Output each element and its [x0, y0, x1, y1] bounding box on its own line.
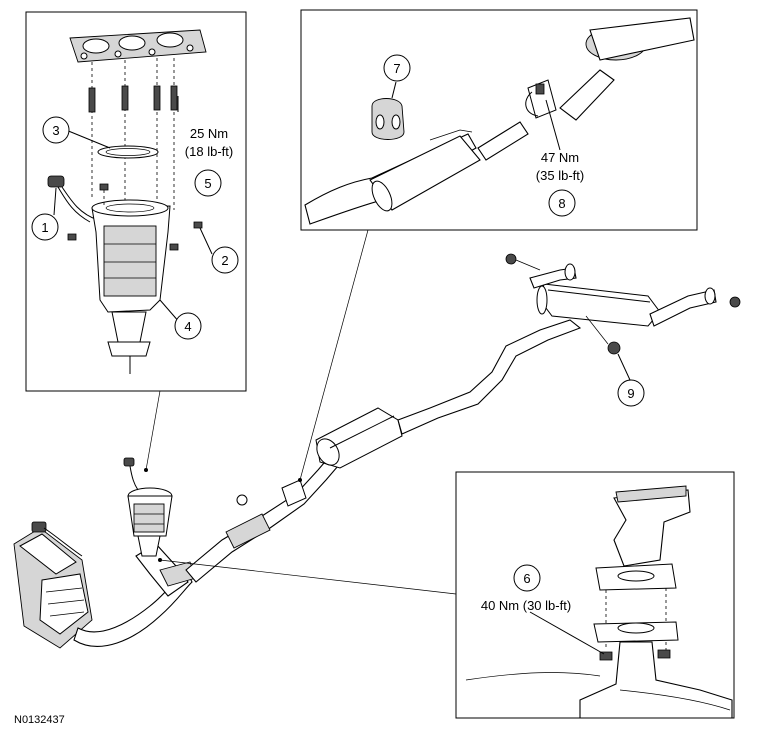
svg-text:7: 7	[393, 61, 400, 76]
manifold-flange	[69, 29, 207, 63]
svg-text:5: 5	[204, 176, 211, 191]
torque-clamp-lbft: (35 lb-ft)	[536, 168, 584, 183]
callout-2: 2	[211, 246, 239, 274]
svg-text:8: 8	[558, 196, 565, 211]
callout-4: 4	[174, 312, 202, 340]
svg-text:2: 2	[221, 253, 228, 268]
torque-clamp-nm: 47 Nm	[541, 150, 579, 165]
main-exhaust-system	[13, 229, 741, 649]
callout-3: 3	[42, 116, 70, 144]
exhaust-clamp	[525, 79, 557, 119]
callout-7: 7	[383, 54, 411, 82]
callout-9: 9	[617, 379, 645, 407]
figure-id: N0132437	[14, 714, 65, 726]
svg-text:9: 9	[627, 386, 634, 401]
torque-manifold-nm: 25 Nm	[190, 126, 228, 141]
flange-nut-right	[657, 649, 671, 659]
resonator	[315, 407, 403, 469]
rear-muffler	[529, 263, 717, 327]
svg-text:4: 4	[184, 319, 191, 334]
svg-text:1: 1	[41, 220, 48, 235]
svg-text:3: 3	[52, 123, 59, 138]
detail-box-flange	[455, 471, 735, 719]
detail-box-resonator	[300, 9, 698, 231]
svg-text:6: 6	[523, 571, 530, 586]
manifold-converter-assembly	[13, 521, 93, 649]
exhaust-isolator	[371, 98, 405, 140]
detail-box-catalyst	[25, 11, 247, 392]
catalytic-converter	[91, 199, 171, 374]
torque-flange-nuts: 40 Nm (30 lb-ft)	[481, 598, 571, 613]
callout-6: 6	[513, 564, 541, 592]
manifold-studs	[88, 58, 178, 210]
callout-8: 8	[548, 189, 576, 217]
gasket	[97, 145, 159, 159]
callout-5: 5	[194, 169, 222, 197]
callout-1: 1	[31, 213, 59, 241]
oxygen-sensor	[47, 175, 99, 223]
torque-manifold-lbft: (18 lb-ft)	[185, 144, 233, 159]
front-catalyst	[123, 457, 173, 557]
catalyst-nuts	[67, 183, 203, 251]
